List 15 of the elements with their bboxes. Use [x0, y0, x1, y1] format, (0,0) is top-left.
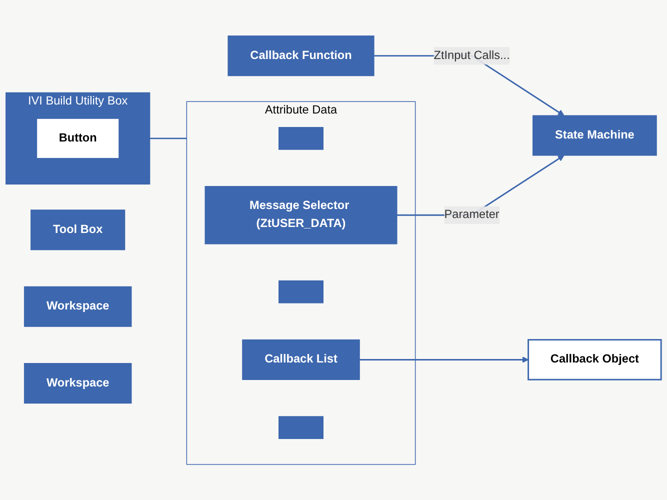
node-box: Button — [36, 118, 120, 159]
node-box: Callback Function — [228, 35, 374, 76]
edge-label: Parameter — [444, 208, 500, 221]
node-box — [278, 126, 324, 150]
node-box: State Machine — [532, 115, 657, 156]
node-box: Callback List — [242, 339, 360, 380]
node-box: Workspace — [24, 286, 132, 327]
node-box: Callback Object — [528, 338, 662, 380]
node-box: Message Selector (ZtUSER_DATA) — [204, 186, 398, 244]
node-box — [278, 416, 324, 439]
node-box — [278, 280, 324, 304]
edge-label: ZtInput Calls... — [434, 49, 510, 62]
node-box: Tool Box — [30, 209, 126, 250]
node-box: Workspace — [24, 362, 132, 404]
arrow — [360, 356, 529, 363]
